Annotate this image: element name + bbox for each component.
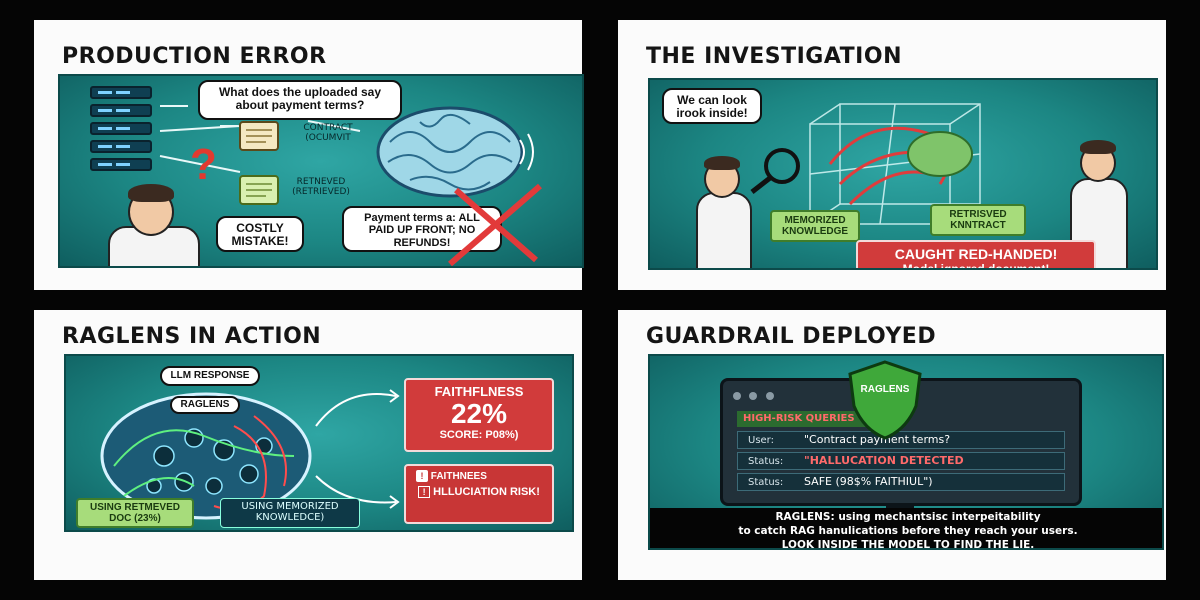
magnifier-icon bbox=[750, 148, 800, 194]
question-bubble: What does the uploaded say about payment… bbox=[198, 80, 402, 120]
query-row-safe[interactable]: Status:SAFE (98$% FAITHIUL") bbox=[737, 473, 1065, 491]
flow-arrows bbox=[315, 389, 400, 509]
shield-label: RAGLENS bbox=[860, 384, 910, 395]
brain-icon bbox=[376, 106, 534, 198]
server-icon bbox=[90, 140, 152, 153]
engineer-figure bbox=[100, 180, 210, 266]
scene-raglens-action: LLM RESPONSE RAGLENS bbox=[64, 354, 574, 532]
queries-header: HIGH-RISK QUERIES bbox=[737, 411, 887, 427]
query-row-hallucination[interactable]: Status:"HALLUCATION DETECTED bbox=[737, 452, 1065, 470]
panel-title: PRODUCTION ERROR bbox=[62, 44, 327, 69]
window-dot bbox=[765, 392, 774, 400]
lab-coat bbox=[696, 192, 752, 268]
speech-bubble: We can look irook inside! bbox=[662, 88, 762, 124]
question-mark: ? bbox=[190, 140, 217, 189]
score-line: SCORE: P08%) bbox=[439, 429, 519, 441]
using-retrieved-label: USING RETMEVED DOC (23%) bbox=[76, 498, 194, 528]
retrieved-label: RETNEVED (RETRIEVED) bbox=[292, 177, 350, 197]
lens-network bbox=[100, 392, 312, 520]
scene-investigation: We can look irook inside! bbox=[648, 78, 1158, 270]
document-icon bbox=[239, 175, 279, 205]
memorized-knowledge-label: MEMORIZED KNOWLEDGE bbox=[770, 210, 860, 242]
exclaim-bubble: COSTLY MISTAKE! bbox=[216, 216, 304, 252]
warning-icon: ! bbox=[416, 470, 428, 482]
investigator-hair bbox=[704, 156, 740, 170]
red-x-icon bbox=[448, 183, 542, 266]
model-cube-icon bbox=[809, 103, 981, 225]
server-icon bbox=[90, 158, 152, 171]
server-icon bbox=[90, 104, 152, 117]
scientist-hair bbox=[1080, 140, 1116, 154]
raglens-tag: RAGLENS bbox=[170, 396, 240, 414]
panel-production-error: PRODUCTION ERROR What does the uploaded … bbox=[34, 20, 584, 290]
panel-investigation: THE INVESTIGATION We can look irook insi… bbox=[618, 20, 1166, 290]
retrieved-contract-label: RETRISVED KNNTRACT bbox=[930, 204, 1026, 236]
caption-line-3: LOOK INSIDE THE MODEL TO FIND THE LIE. bbox=[781, 539, 1035, 550]
window-dot bbox=[749, 392, 758, 400]
faithfulness-score-card: FAITHFLNESS 22% SCORE: P08%) bbox=[404, 378, 554, 452]
server-icon bbox=[90, 86, 152, 99]
investigator-figure bbox=[686, 150, 766, 268]
caption-line-2: to catch RAG hanulications before they r… bbox=[738, 525, 1078, 537]
panel-title: THE INVESTIGATION bbox=[646, 44, 902, 69]
window-dot bbox=[733, 392, 741, 400]
panel-title: GUARDRAIL DEPLOYED bbox=[646, 324, 937, 349]
engineer-hair bbox=[128, 184, 174, 202]
query-row-user[interactable]: User:"Contract payment terms? bbox=[737, 431, 1065, 449]
contract-label: CONTRACT (OCUMVIT bbox=[303, 123, 353, 143]
caught-alert: CAUGHT RED-HANDED! Model ignored documen… bbox=[856, 240, 1096, 270]
llm-response-tag: LLM RESPONSE bbox=[160, 366, 260, 386]
panel-guardrail: GUARDRAIL DEPLOYED HIGH-RISK QUERIES Use… bbox=[618, 310, 1166, 580]
panel-title: RAGLENS IN ACTION bbox=[62, 324, 322, 349]
alert-line-2: Model ignored document! bbox=[902, 262, 1050, 270]
scene-production-error: What does the uploaded say about payment… bbox=[58, 74, 584, 268]
halluc-risk: ! HLLUCIATION RISK! bbox=[406, 486, 552, 499]
caption-line-1: RAGLENS: using mechantsisc interpeitabil… bbox=[775, 511, 1041, 523]
document-icon bbox=[239, 121, 279, 151]
faithfulness-pct: 22% bbox=[450, 398, 508, 429]
panel-raglens-action: RAGLENS IN ACTION LLM RESPONSE RAGLENS bbox=[34, 310, 582, 580]
scene-guardrail: HIGH-RISK QUERIES User:"Contract payment… bbox=[648, 354, 1164, 550]
window-dots bbox=[733, 387, 774, 405]
connector-lines bbox=[159, 105, 361, 173]
faith-small-label: ! FAITHNEES bbox=[406, 470, 552, 482]
faithfulness-label: FAITHFLNESS bbox=[434, 384, 524, 399]
shield-icon bbox=[848, 360, 922, 440]
warning-icon: ! bbox=[418, 486, 431, 498]
server-icon bbox=[90, 122, 152, 135]
alert-line-1: CAUGHT RED-HANDED! bbox=[894, 246, 1058, 262]
using-memorized-label: USING MEMORIZED KNOWLEDCE) bbox=[220, 498, 360, 528]
caption-box: RAGLENS: using mechantsisc interpeitabil… bbox=[650, 508, 1162, 550]
hallucination-risk-card: ! FAITHNEES ! HLLUCIATION RISK! bbox=[404, 464, 554, 524]
